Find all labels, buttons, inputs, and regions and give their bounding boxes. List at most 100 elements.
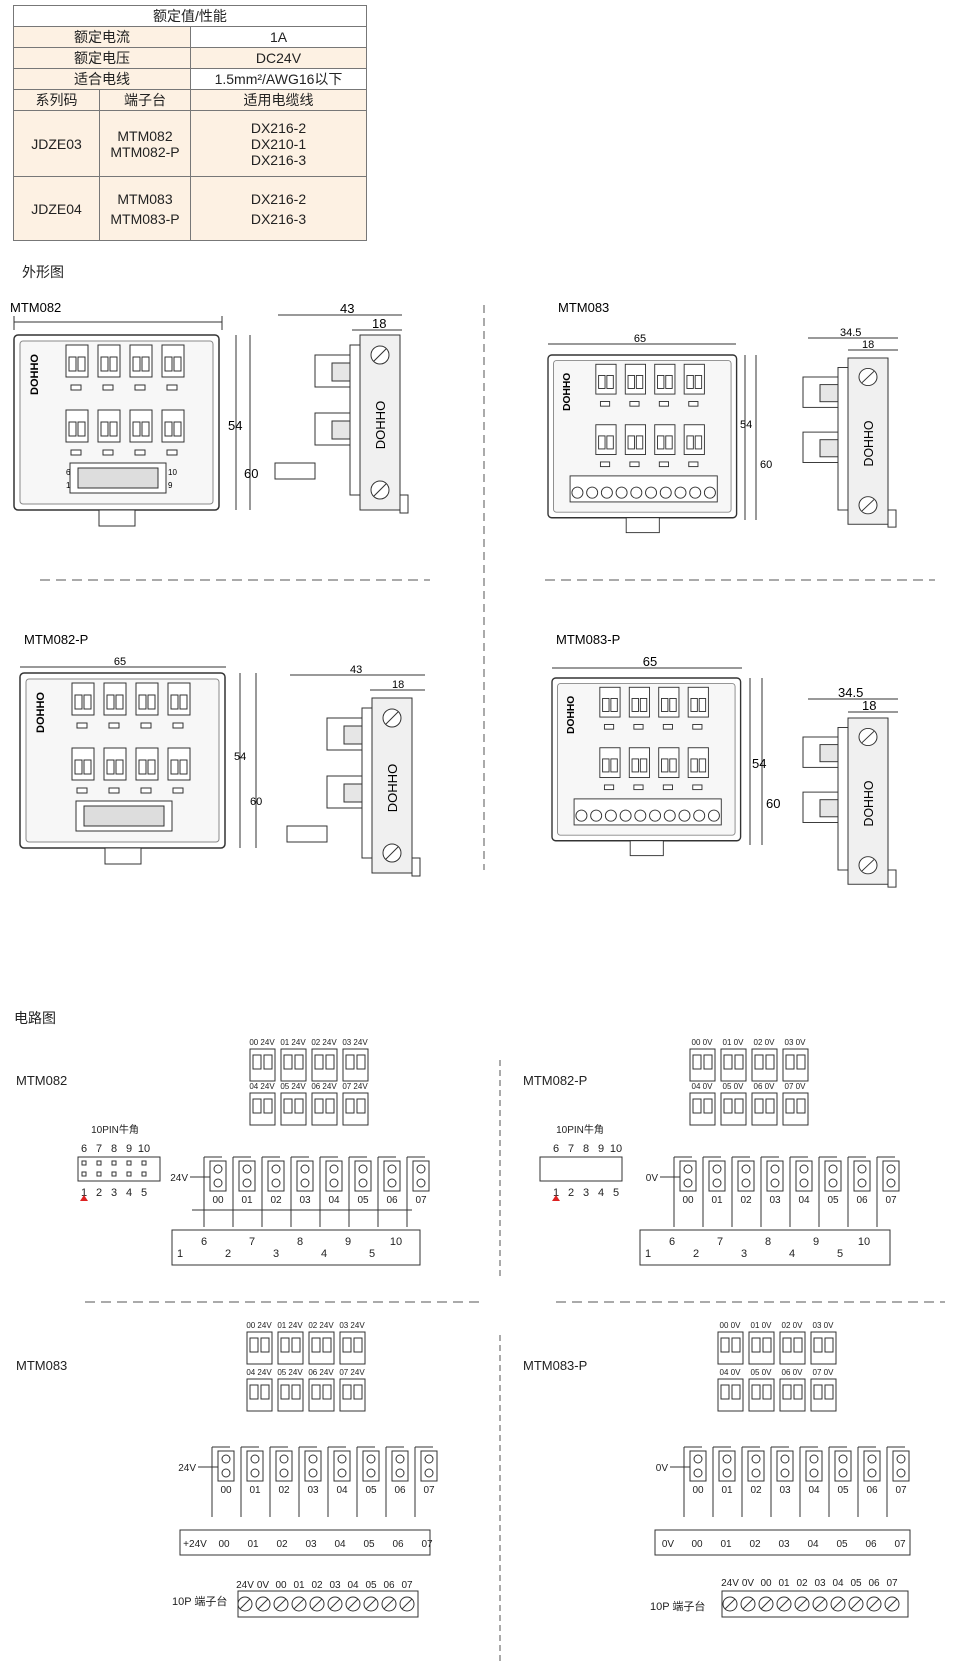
spec-label: 额定电压 [13,47,191,69]
relay-label: 00 0V [720,1321,742,1330]
relay-label: 07 0V [813,1368,835,1377]
channel-terminal [358,1164,368,1174]
dim-label: 34.5 [840,327,861,339]
spec-label: 额定电流 [13,26,191,48]
outline-mtm082p: MTM082-P 65 DOHHO 54 60 43 18 DOHHO [19,632,425,877]
channel-terminal [799,1178,809,1188]
relay-label: 04 0V [692,1082,714,1091]
brand-logo: DOHHO [862,420,876,466]
terminal-slot [401,1598,413,1610]
pin-hole [111,1160,117,1166]
relay-contact [342,1384,352,1400]
relay-label: 07 24V [342,1082,368,1091]
brand-logo: DOHHO [35,692,47,733]
dim-label: 43 [340,301,354,316]
outline-mtm082: MTM082 65 DOHHO 6 1 10 9 54 60 43 18 DOH… [10,300,409,527]
bus-pin-label: 01 [720,1539,732,1550]
relay-label: 02 24V [311,1038,337,1047]
terminal-slot [257,1598,269,1610]
relay-contact [813,1337,823,1353]
bus-pin-label: 07 [894,1539,906,1550]
relay-contact [793,1337,803,1353]
relay-contact [263,1098,273,1114]
dim-label: 60 [244,466,258,481]
pin-hole [126,1171,132,1177]
dim-label: 60 [766,796,780,811]
terminal-slot [239,1598,251,1610]
channel-terminal [722,1454,732,1464]
channel-label: 06 [394,1485,406,1496]
channel-terminal [395,1468,405,1478]
terminal-label: 07 [401,1580,413,1591]
model-label: MTM083 [16,1358,67,1373]
dim-label: 54 [740,419,752,431]
channel-terminal [213,1164,223,1174]
channel-terminal [329,1164,339,1174]
relay-contact [294,1098,304,1114]
channel-terminal [242,1178,252,1188]
channel-terminal [279,1454,289,1464]
dim-label: 60 [760,459,772,471]
pin-label: 6 [81,1143,87,1155]
relay-contact [793,1384,803,1400]
relay-label: 06 0V [782,1368,804,1377]
pin-label: 3 [583,1187,589,1199]
channel-terminal [857,1178,867,1188]
outline-mtm083: MTM083 65 DOHHO 54 60 34.5 18 DOHHO [547,300,898,534]
bus-pin-label: 03 [778,1539,790,1550]
relay-contact [345,1098,355,1114]
pin1-marker [80,1195,88,1201]
terminal-label: 0V [257,1580,270,1591]
terminal-slot [832,1598,844,1610]
pin-label: 10 [168,468,177,477]
pin-label: 6 [66,468,71,477]
bus-pin-label: 06 [392,1539,404,1550]
dim-label: 18 [372,316,386,331]
relay-contact [723,1098,733,1114]
channel-terminal [300,1164,310,1174]
terminal-block-title: 10P 端子台 [650,1599,705,1613]
channel-label: 02 [740,1195,752,1206]
bus-pin-label: 8 [297,1236,303,1248]
channel-terminal [780,1454,790,1464]
relay-contact [703,1098,713,1114]
relay-label: 07 24V [339,1368,365,1377]
dim-label: 34.5 [838,685,863,700]
channel-terminal [896,1454,906,1464]
relay-label: 04 24V [249,1082,275,1091]
bus-pin-label: 4 [321,1248,327,1260]
terminal-slot [796,1598,808,1610]
pin-label: 5 [613,1187,619,1199]
channel-terminal [221,1468,231,1478]
relay-label: 01 0V [723,1038,745,1047]
relay-contact [734,1054,744,1070]
relay-label: 05 0V [723,1082,745,1091]
terminal-slot [329,1598,341,1610]
pin-label: 1 [66,481,71,490]
channel-terminal [886,1178,896,1188]
terminal-slot [275,1598,287,1610]
relay-contact [252,1054,262,1070]
channel-terminal [838,1468,848,1478]
relay-label: 06 0V [754,1082,776,1091]
connector-body [77,1156,161,1182]
dim-label: 60 [250,796,262,808]
terminal-label: 00 [760,1578,772,1589]
terminal-label: 0V [742,1578,755,1589]
bus-pin-label: 10 [858,1236,870,1248]
channel-label: 01 [711,1195,723,1206]
brand-logo: DOHHO [562,373,573,411]
terminal-label: 03 [329,1580,341,1591]
relay-contact [260,1337,270,1353]
bus-pin-label: 3 [741,1248,747,1260]
channel-terminal [358,1178,368,1188]
channel-label: 05 [827,1195,839,1206]
connector-title: 10PIN牛角 [91,1123,139,1136]
channel-label: 00 [220,1485,232,1496]
channel-terminal [896,1468,906,1478]
relay-contact [311,1337,321,1353]
bus-pin-label: 00 [218,1539,230,1550]
